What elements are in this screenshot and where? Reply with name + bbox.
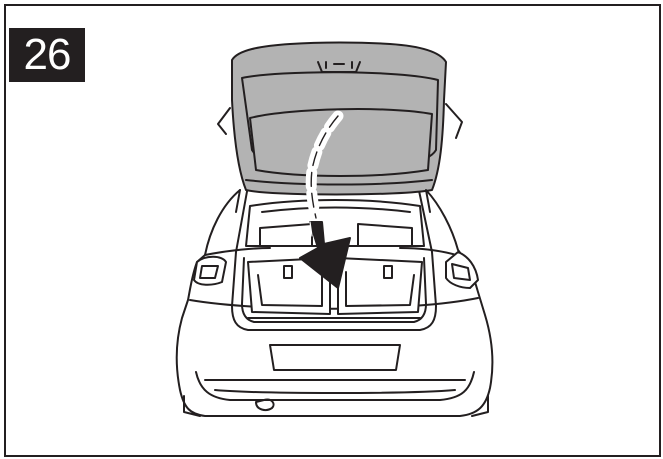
tailgate bbox=[217, 41, 463, 213]
step-number-badge: 26 bbox=[9, 28, 85, 82]
car-body bbox=[175, 185, 494, 417]
arrow-down-icon bbox=[299, 110, 351, 289]
cargo-area bbox=[245, 199, 425, 319]
tail-lights bbox=[193, 251, 479, 289]
